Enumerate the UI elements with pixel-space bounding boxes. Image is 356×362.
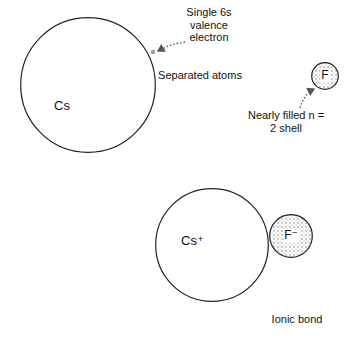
ion-circle: Cs⁺ <box>155 188 269 302</box>
annotation: Single 6s valence electron <box>180 6 238 44</box>
element-symbol: F⁻ <box>283 229 299 242</box>
ion-circle: F⁻ <box>269 214 313 258</box>
atom-circle: F <box>311 62 339 90</box>
annotation: Ionic bond <box>262 313 332 326</box>
element-symbol: Cs⁺ <box>181 234 204 248</box>
circle-outline <box>20 17 156 153</box>
annotation: Separated atoms <box>150 69 250 82</box>
element-symbol: Cs <box>54 99 70 113</box>
leader-line <box>300 89 314 108</box>
element-symbol: F <box>320 69 329 82</box>
circle-outline <box>155 188 269 302</box>
valence-electron-dot <box>151 50 155 54</box>
atom-circle: Cs <box>20 17 156 153</box>
leader-line <box>158 42 185 51</box>
annotation: Nearly filled n = 2 shell <box>244 109 328 134</box>
